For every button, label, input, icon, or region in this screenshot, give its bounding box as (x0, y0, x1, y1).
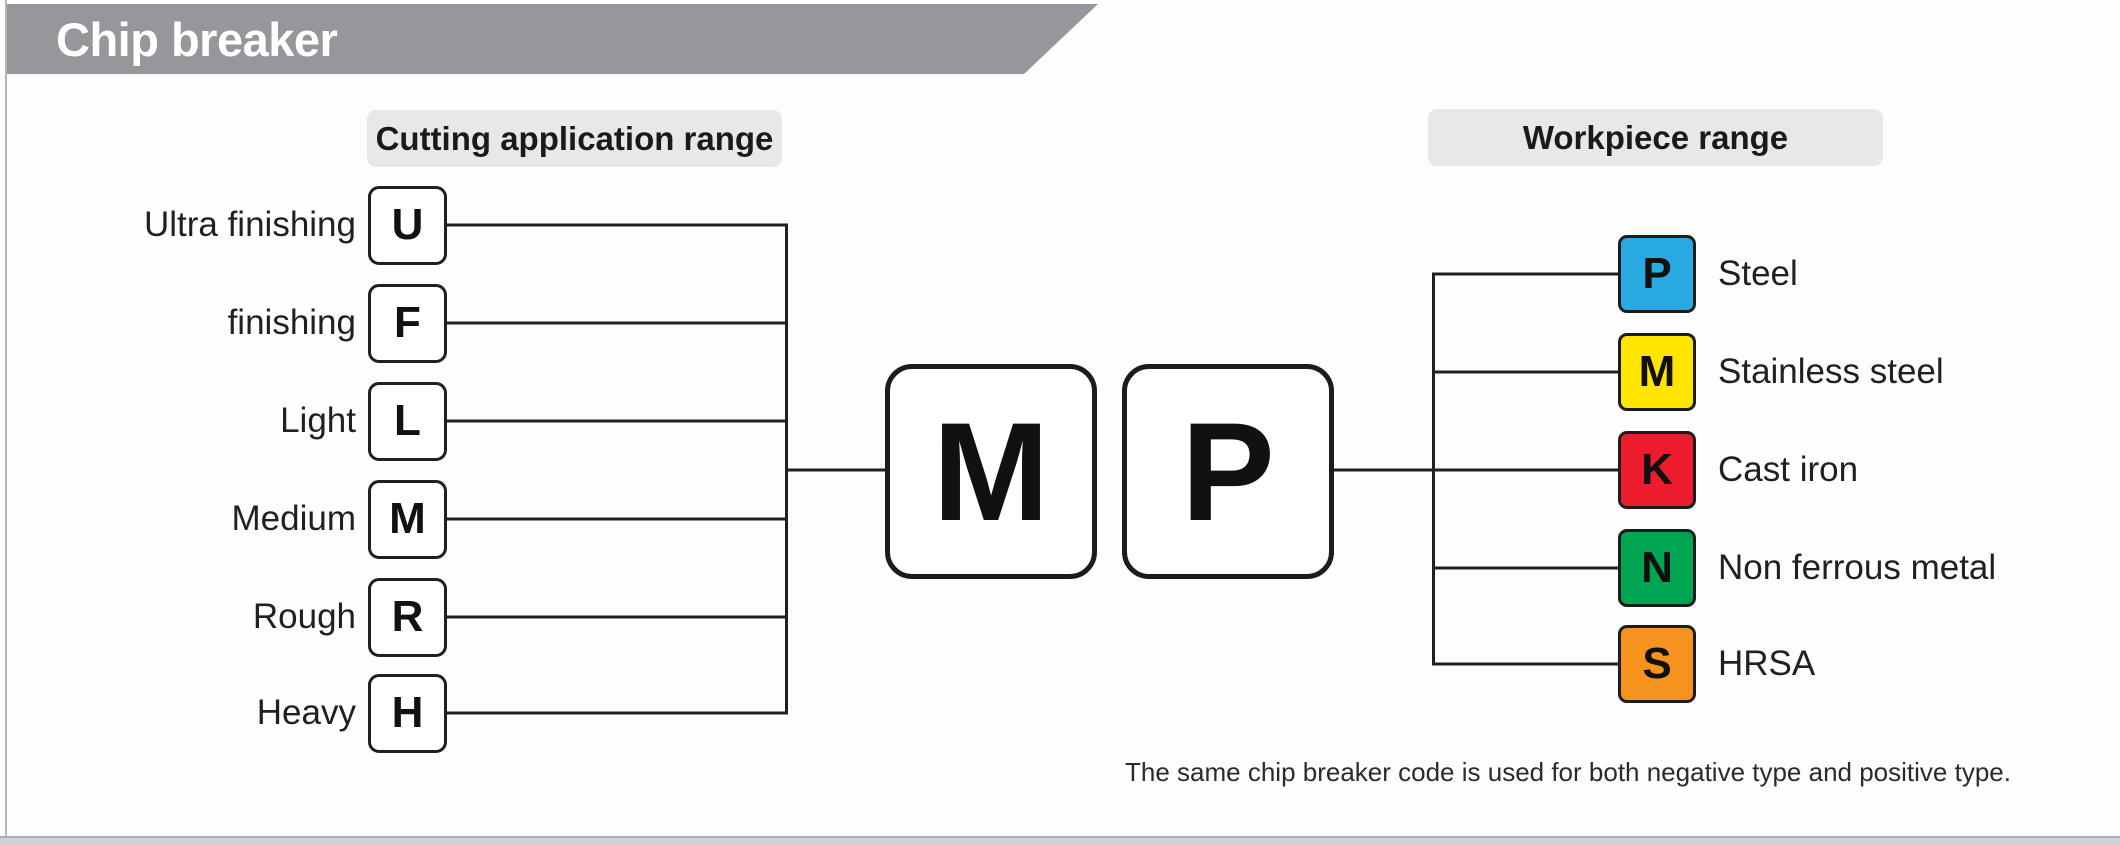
code-letter: S (1642, 639, 1672, 688)
page-bottom-shadow (0, 838, 2120, 845)
code-letter: M (932, 392, 1050, 550)
chip-breaker-code-box-p: P (1122, 364, 1334, 579)
cutting-label: Light (280, 401, 356, 440)
cutting-label: Ultra finishing (143, 205, 356, 244)
cutting-label: Heavy (256, 693, 356, 732)
code-letter: F (394, 298, 421, 347)
cutting-range-title: Cutting application range (367, 110, 782, 167)
cutting-code-box-u: U (368, 185, 447, 265)
workpiece-row-hrsa: S HRSA (1618, 625, 1815, 703)
workpiece-label: Non ferrous metal (1718, 548, 1997, 587)
cutting-row-light: Light L (0, 381, 447, 461)
cutting-row-finishing: finishing F (0, 283, 447, 363)
workpiece-row-steel: P Steel (1618, 235, 1798, 313)
cutting-connectors (446, 223, 788, 715)
cutting-code-box-f: F (368, 283, 447, 363)
workpiece-code-box-m: M (1618, 333, 1696, 411)
code-letter: L (394, 396, 421, 445)
page-left-edge (5, 0, 7, 845)
workpiece-label: Stainless steel (1718, 352, 1944, 391)
workpiece-code-box-k: K (1618, 431, 1696, 509)
cutting-row-ultra-finishing: Ultra finishing U (0, 185, 447, 265)
cutting-code-box-h: H (368, 673, 447, 753)
header-banner: Chip breaker (6, 4, 1098, 74)
code-letter: P (1181, 392, 1275, 550)
cutting-label: finishing (227, 303, 356, 342)
workpiece-label: Steel (1718, 254, 1798, 293)
cutting-code-box-m: M (368, 479, 447, 559)
workpiece-code-box-s: S (1618, 625, 1696, 703)
code-letter: P (1642, 249, 1672, 298)
workpiece-label: HRSA (1718, 644, 1816, 683)
cutting-code-box-r: R (368, 577, 447, 657)
workpiece-code-box-n: N (1618, 529, 1696, 607)
code-letter: K (1641, 445, 1673, 494)
chip-breaker-code-box-m: M (885, 364, 1097, 579)
code-letter: R (391, 592, 424, 641)
code-letter: M (389, 494, 426, 543)
page-title: Chip breaker (56, 12, 338, 66)
code-letter: U (391, 200, 424, 249)
workpiece-connectors (1432, 272, 1622, 666)
page-bottom-edge (0, 836, 2120, 838)
footer-note: The same chip breaker code is used for b… (1125, 757, 2011, 787)
workpiece-range-title: Workpiece range (1428, 109, 1883, 166)
cutting-code-box-l: L (368, 381, 447, 461)
workpiece-row-non-ferrous-metal: N Non ferrous metal (1618, 529, 1996, 607)
code-letter: M (1638, 347, 1676, 396)
cutting-row-medium: Medium M (0, 479, 447, 559)
code-letter: N (1641, 543, 1673, 592)
cutting-row-rough: Rough R (0, 577, 447, 657)
cutting-label: Rough (252, 597, 356, 636)
code-letter: H (391, 688, 424, 737)
workpiece-code-box-p: P (1618, 235, 1696, 313)
cutting-row-heavy: Heavy H (0, 673, 447, 753)
cutting-label: Medium (231, 499, 356, 538)
workpiece-row-cast-iron: K Cast iron (1618, 431, 1858, 509)
workpiece-label: Cast iron (1718, 450, 1859, 489)
workpiece-row-stainless-steel: M Stainless steel (1618, 333, 1944, 411)
